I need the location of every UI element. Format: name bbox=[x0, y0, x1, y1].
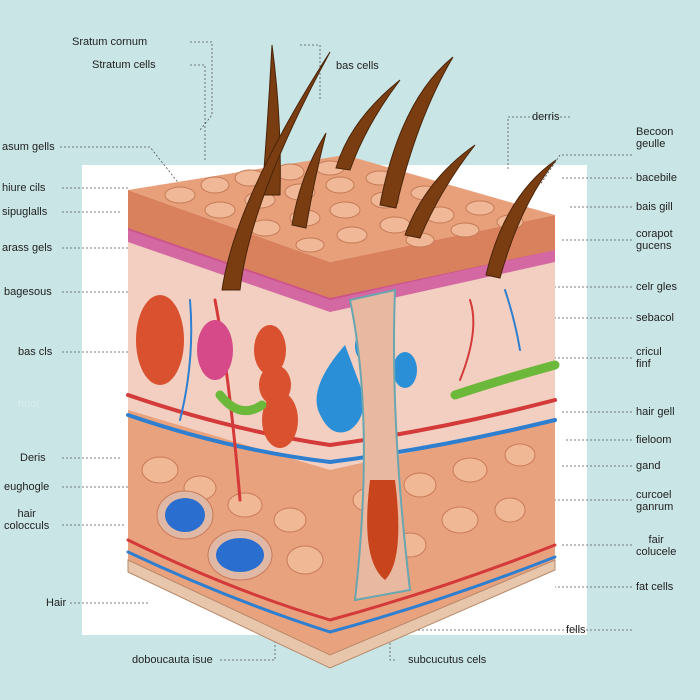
label-curcoel-ganrum: curcoel ganrum bbox=[636, 489, 674, 513]
label-bagesous: bagesous bbox=[4, 286, 52, 298]
label-becoon-geulle: Becoon geulle bbox=[636, 126, 674, 150]
label-eughogle: eughogle bbox=[4, 481, 50, 493]
label-cricul-finf: cricul finf bbox=[636, 346, 662, 370]
label-hiure-cils: hiure cils bbox=[2, 182, 46, 194]
label-subcucutus-cels: subcucutus cels bbox=[408, 654, 487, 666]
label-fat-cells: fat cells bbox=[636, 581, 674, 593]
label-bas-cells: bas cells bbox=[336, 60, 379, 72]
label-celr-gles: celr gles bbox=[636, 281, 677, 293]
label-doboucauta-isue: doboucauta isue bbox=[132, 654, 213, 666]
label-bacebile: bacebile bbox=[636, 172, 677, 184]
label-hair-colocculs: hair colocculs bbox=[4, 508, 50, 532]
label-bais-gill: bais gill bbox=[636, 201, 673, 213]
leader-lines bbox=[60, 41, 632, 661]
label-sebacol: sebacol bbox=[636, 312, 674, 324]
label-bas-cls: bas cls bbox=[18, 346, 53, 358]
label-hair: Hair bbox=[46, 597, 67, 609]
label-sipuglalls: sipuglalls bbox=[2, 206, 48, 218]
label-hair-gell: hair gell bbox=[636, 406, 675, 418]
label-deris: Deris bbox=[20, 452, 46, 464]
label-fells: fells bbox=[566, 624, 586, 636]
hair-shafts bbox=[221, 44, 557, 291]
label-asum-gells: asum gells bbox=[2, 141, 55, 153]
label-corapot-gucens: corapot gucens bbox=[636, 228, 673, 252]
label-stratum-cells: Stratum cells bbox=[92, 59, 156, 71]
label-arass-gels: arass gels bbox=[2, 242, 53, 254]
label-derris: derris bbox=[532, 111, 560, 123]
label-fieloom: fieloom bbox=[636, 434, 672, 446]
label-fair-colucele: fair colucele bbox=[636, 534, 677, 558]
label-stratum-cornum: Sratum cornum bbox=[72, 36, 148, 48]
label-hool: hool bbox=[18, 398, 39, 410]
label-gand: gand bbox=[636, 460, 661, 472]
